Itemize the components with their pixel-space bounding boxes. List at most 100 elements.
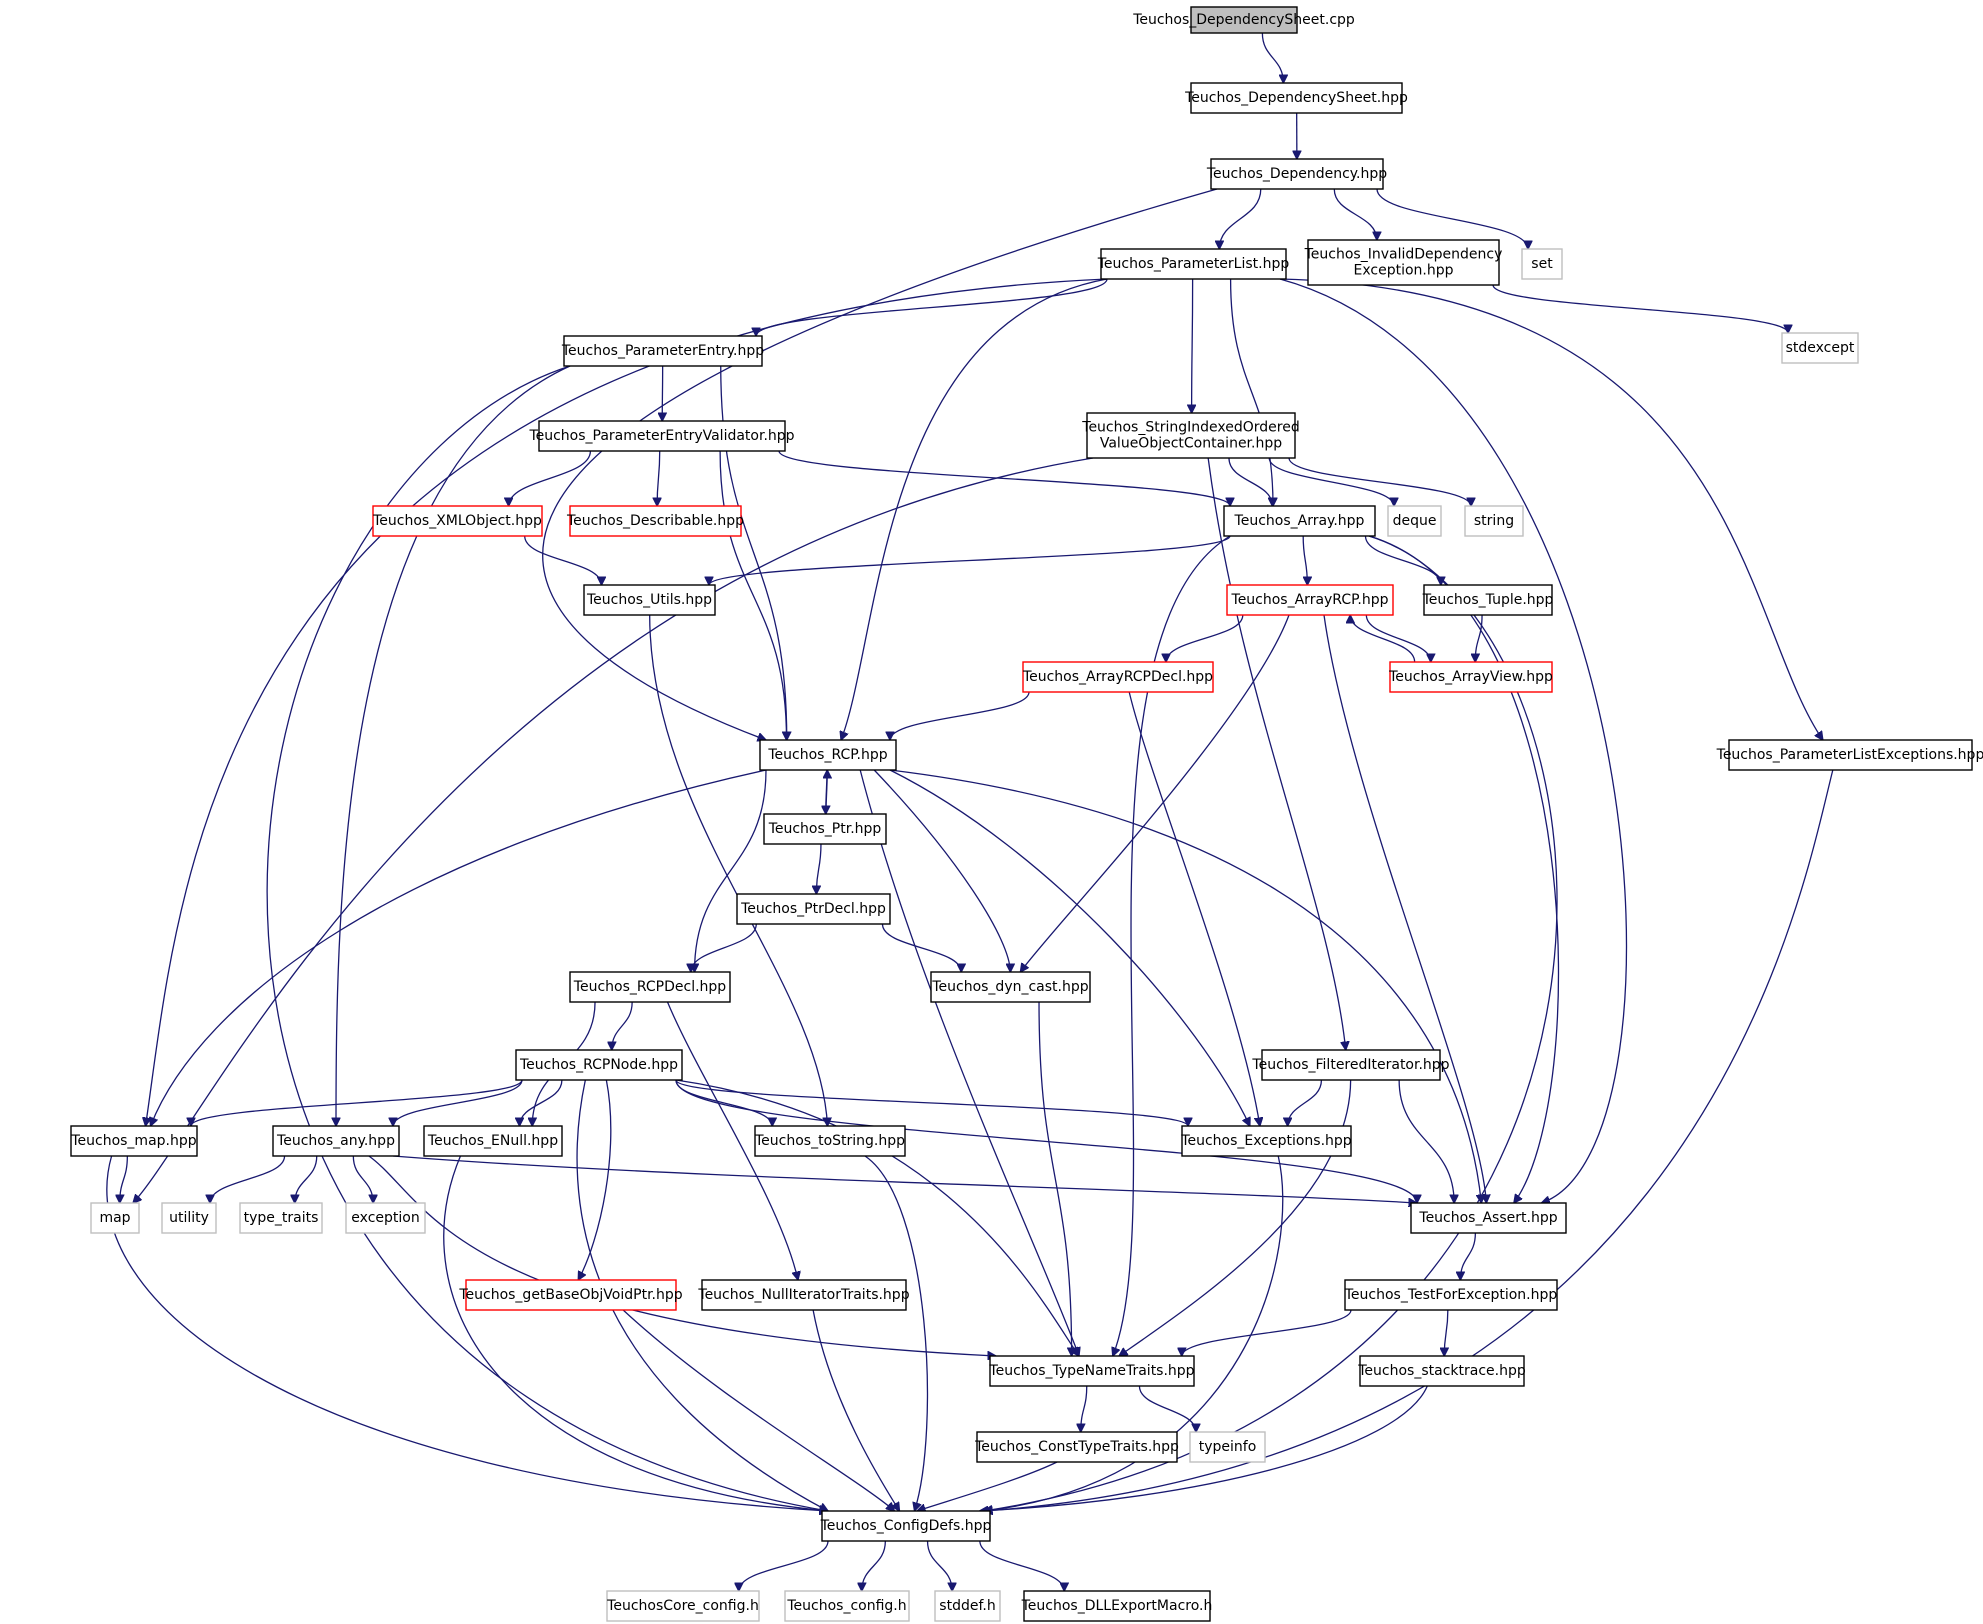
node-label: Teuchos_dyn_cast.hpp bbox=[931, 979, 1088, 995]
edge-n37-n40 bbox=[1460, 1232, 1477, 1280]
edge-n3-n28 bbox=[146, 278, 1108, 1126]
node-n20[interactable]: Teuchos_RCP.hpp bbox=[759, 739, 897, 771]
node-n0[interactable]: Teuchos_DependencySheet.cpp bbox=[1132, 6, 1355, 34]
node-label: string bbox=[1474, 513, 1514, 529]
node-box bbox=[754, 1125, 906, 1157]
edge-n16-n37 bbox=[1323, 614, 1486, 1203]
edge-n23-n24 bbox=[691, 923, 757, 972]
node-box bbox=[736, 893, 891, 925]
node-box bbox=[606, 1590, 760, 1622]
node-label: Teuchos_Utils.hpp bbox=[586, 592, 712, 608]
node-n31[interactable]: Teuchos_toString.hpp bbox=[754, 1125, 906, 1157]
node-label: stdexcept bbox=[1786, 340, 1855, 356]
edge-n20-n24 bbox=[695, 769, 767, 972]
node-n13: deque bbox=[1387, 505, 1442, 537]
node-n9[interactable]: Teuchos_StringIndexedOrderedValueObjectC… bbox=[1081, 412, 1300, 459]
node-label: Exception.hpp bbox=[1354, 263, 1454, 279]
edge-n41-n43 bbox=[1081, 1385, 1088, 1432]
node-n21[interactable]: Teuchos_ParameterListExceptions.hpp bbox=[1716, 739, 1983, 771]
node-n32[interactable]: Teuchos_Exceptions.hpp bbox=[1180, 1125, 1352, 1157]
node-label: exception bbox=[351, 1210, 419, 1226]
edge-n20-n37 bbox=[889, 769, 1481, 1203]
node-box bbox=[1022, 661, 1214, 693]
node-n18[interactable]: Teuchos_ArrayRCPDecl.hpp bbox=[1022, 661, 1214, 693]
node-label: Teuchos_ENull.hpp bbox=[427, 1133, 558, 1149]
node-n41[interactable]: Teuchos_TypeNameTraits.hpp bbox=[988, 1355, 1195, 1387]
node-box bbox=[1307, 239, 1500, 286]
node-n43[interactable]: Teuchos_ConstTypeTraits.hpp bbox=[974, 1431, 1179, 1463]
node-n29[interactable]: Teuchos_any.hpp bbox=[272, 1125, 400, 1157]
node-n7[interactable]: Teuchos_ParameterEntry.hpp bbox=[561, 335, 764, 367]
edge-n26-n37 bbox=[675, 1079, 1417, 1203]
node-label: Teuchos_ParameterEntry.hpp bbox=[561, 343, 764, 359]
node-n48: stddef.h bbox=[934, 1590, 1001, 1622]
node-n28[interactable]: Teuchos_map.hpp bbox=[70, 1125, 198, 1157]
node-n10[interactable]: Teuchos_XMLObject.hpp bbox=[372, 505, 543, 537]
node-n23[interactable]: Teuchos_PtrDecl.hpp bbox=[736, 893, 891, 925]
node-n25[interactable]: Teuchos_dyn_cast.hpp bbox=[930, 971, 1091, 1003]
node-n3[interactable]: Teuchos_ParameterList.hpp bbox=[1097, 248, 1290, 280]
node-n1[interactable]: Teuchos_DependencySheet.hpp bbox=[1184, 82, 1408, 114]
node-label: Teuchos_Dependency.hpp bbox=[1206, 166, 1387, 182]
node-n30[interactable]: Teuchos_ENull.hpp bbox=[423, 1125, 563, 1157]
edge-n12-n17 bbox=[1364, 535, 1440, 585]
node-n6: stdexcept bbox=[1781, 332, 1859, 364]
node-n5: set bbox=[1521, 248, 1563, 280]
node-n12[interactable]: Teuchos_Array.hpp bbox=[1223, 505, 1376, 537]
node-n17[interactable]: Teuchos_Tuple.hpp bbox=[1422, 584, 1554, 616]
node-n45[interactable]: Teuchos_ConfigDefs.hpp bbox=[820, 1510, 992, 1542]
node-box bbox=[759, 739, 897, 771]
node-box bbox=[1181, 1125, 1352, 1157]
edge-n29-n37 bbox=[392, 1155, 1417, 1203]
node-label: Teuchos_TestForException.hpp bbox=[1344, 1287, 1558, 1303]
node-n37[interactable]: Teuchos_Assert.hpp bbox=[1410, 1202, 1567, 1234]
node-label: map bbox=[99, 1210, 130, 1226]
node-label: Teuchos_DependencySheet.hpp bbox=[1184, 90, 1408, 106]
edge-n32-n45 bbox=[984, 1155, 1284, 1511]
node-n16[interactable]: Teuchos_ArrayRCP.hpp bbox=[1226, 584, 1394, 616]
node-n27[interactable]: Teuchos_FilteredIterator.hpp bbox=[1251, 1049, 1450, 1081]
edge-n28-n33 bbox=[120, 1155, 128, 1203]
node-label: Teuchos_Assert.hpp bbox=[1418, 1210, 1557, 1226]
edge-n29-n35 bbox=[295, 1155, 318, 1203]
edge-n3-n7 bbox=[756, 278, 1108, 336]
edge-n9-n27 bbox=[1207, 457, 1346, 1050]
node-label: Teuchos_getBaseObjVoidPtr.hpp bbox=[458, 1287, 682, 1303]
node-n26[interactable]: Teuchos_RCPNode.hpp bbox=[515, 1049, 683, 1081]
edge-n12-n41 bbox=[1113, 535, 1231, 1356]
node-n49[interactable]: Teuchos_DLLExportMacro.h bbox=[1021, 1590, 1213, 1622]
edge-n22-n20 bbox=[826, 770, 827, 815]
node-label: Teuchos_DLLExportMacro.h bbox=[1021, 1598, 1213, 1614]
node-label: Teuchos_RCPDecl.hpp bbox=[573, 979, 727, 995]
node-n11[interactable]: Teuchos_Describable.hpp bbox=[566, 505, 744, 537]
node-n19[interactable]: Teuchos_ArrayView.hpp bbox=[1388, 661, 1553, 693]
node-n38[interactable]: Teuchos_getBaseObjVoidPtr.hpp bbox=[458, 1279, 683, 1311]
node-box bbox=[1359, 1355, 1525, 1387]
edge-n20-n41 bbox=[859, 769, 1079, 1356]
node-label: Teuchos_config.h bbox=[786, 1598, 906, 1614]
edge-n27-n37 bbox=[1398, 1079, 1454, 1203]
edge-n18-n32 bbox=[1128, 691, 1260, 1126]
node-n8[interactable]: Teuchos_ParameterEntryValidator.hpp bbox=[528, 420, 795, 452]
node-n34: utility bbox=[161, 1202, 217, 1234]
node-n46: TeuchosCore_config.h bbox=[606, 1590, 760, 1622]
node-n42[interactable]: Teuchos_stacktrace.hpp bbox=[1357, 1355, 1526, 1387]
edge-n21-n45 bbox=[984, 769, 1834, 1511]
edge-n26-n31 bbox=[675, 1079, 772, 1126]
node-n40[interactable]: Teuchos_TestForException.hpp bbox=[1344, 1279, 1558, 1311]
edge-n2-n5 bbox=[1376, 188, 1528, 249]
node-box bbox=[701, 1279, 907, 1311]
edge-n18-n20 bbox=[890, 691, 1030, 740]
node-box bbox=[1223, 505, 1376, 537]
node-label: Teuchos_StringIndexedOrdered bbox=[1081, 420, 1299, 436]
node-n24[interactable]: Teuchos_RCPDecl.hpp bbox=[569, 971, 731, 1003]
node-n15[interactable]: Teuchos_Utils.hpp bbox=[583, 584, 716, 616]
edge-n29-n41 bbox=[368, 1155, 996, 1356]
edge-n42-n45 bbox=[980, 1385, 1428, 1511]
edge-n45-n46 bbox=[739, 1540, 829, 1591]
node-n2[interactable]: Teuchos_Dependency.hpp bbox=[1206, 158, 1387, 190]
node-box bbox=[1023, 1590, 1211, 1622]
node-n22[interactable]: Teuchos_Ptr.hpp bbox=[763, 813, 887, 845]
node-n39[interactable]: Teuchos_NullIteratorTraits.hpp bbox=[697, 1279, 910, 1311]
